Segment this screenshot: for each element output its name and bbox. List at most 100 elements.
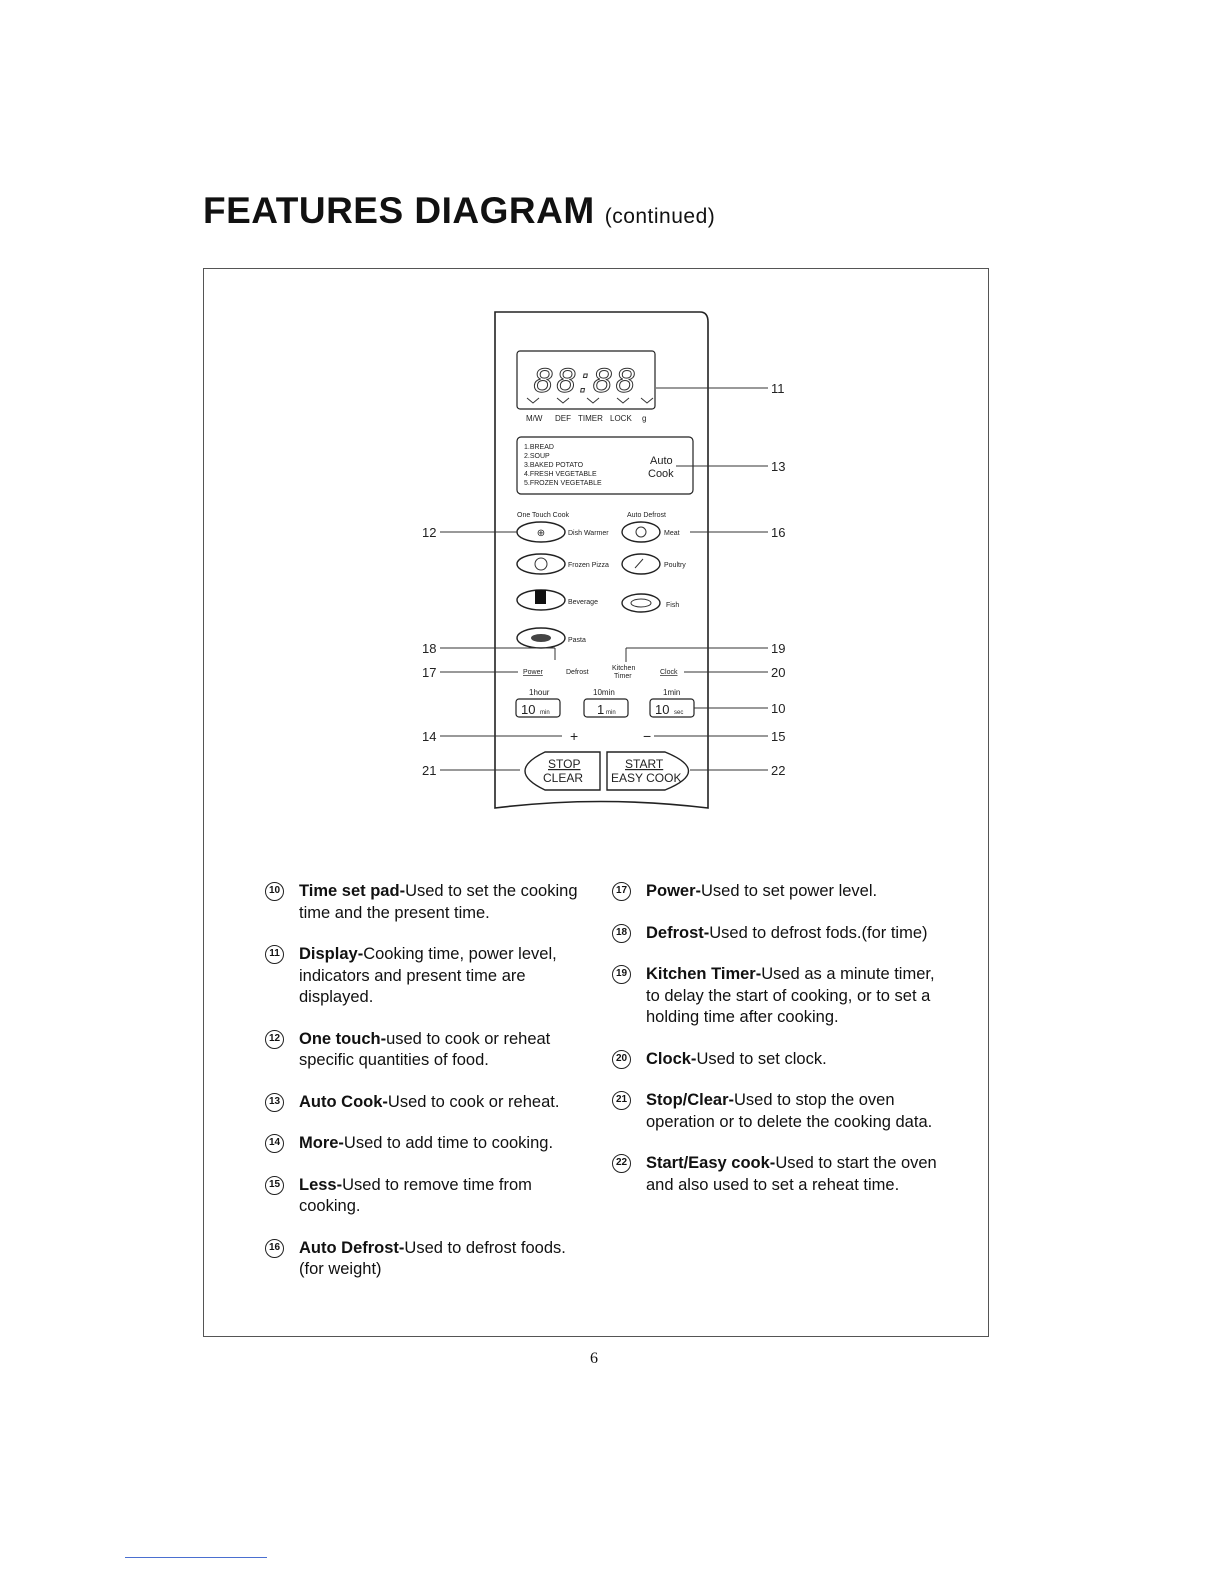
indicator-def: DEF	[555, 414, 571, 423]
clock-button[interactable]: Clock	[660, 669, 678, 676]
auto-cook-menu: 1.BREAD 2.SOUP 3.BAKED POTATO 4.FRESH VE…	[516, 436, 694, 495]
number-badge: 10	[265, 882, 284, 901]
less-button[interactable]: −	[643, 728, 651, 744]
description-22: 22 Start/Easy cook-Used to start the oven…	[612, 1153, 942, 1196]
power-button[interactable]: Power	[523, 669, 544, 676]
meat-label: Meat	[664, 530, 680, 537]
term: Time set pad-	[299, 882, 406, 900]
description-text: Used to defrost fods.(for time)	[709, 923, 928, 942]
callout-14: 14	[422, 729, 436, 744]
term: Start/Easy cook-	[646, 1154, 776, 1172]
panel-outline	[494, 311, 709, 809]
clear-label: CLEAR	[543, 771, 583, 785]
pizza-icon	[534, 557, 548, 571]
callout-15: 15	[771, 729, 785, 744]
stop-label: STOP	[548, 757, 580, 771]
callout-leaders	[440, 387, 768, 771]
term: Kitchen Timer-	[646, 965, 762, 983]
dish-warmer-button[interactable]: ⊕ Dish Warmer	[516, 521, 609, 543]
time-pad-1min[interactable]: 10min 1 min	[583, 688, 629, 718]
term: Power-	[646, 882, 702, 900]
description-17: 17 Power-Used to set power level.	[612, 881, 942, 903]
display-indicator-arrows	[526, 397, 654, 404]
number-badge: 12	[265, 1029, 284, 1049]
term: Defrost-	[646, 923, 710, 942]
easy-cook-label: EASY COOK	[611, 771, 681, 785]
number-badge: 17	[612, 882, 631, 901]
dish-warmer-icon: ⊕	[537, 528, 545, 539]
poultry-icon	[634, 558, 644, 569]
callout-17: 17	[422, 665, 436, 680]
number-badge: 11	[265, 945, 284, 964]
stop-clear-button[interactable]: STOP CLEAR	[524, 751, 601, 791]
meat-button[interactable]: Meat	[621, 521, 680, 543]
pasta-label: Pasta	[568, 637, 586, 644]
number-badge: 15	[265, 1175, 284, 1195]
kitchen-timer-button-line1[interactable]: Kitchen	[612, 665, 635, 672]
description-text: Used to remove time from cooking.	[299, 1175, 532, 1216]
description-text: Used to start the oven and also used to …	[646, 1154, 937, 1194]
number-badge: 21	[612, 1091, 631, 1110]
defrost-button[interactable]: Defrost	[566, 669, 589, 676]
number-badge: 20	[612, 1049, 631, 1069]
poultry-button[interactable]: Poultry	[621, 553, 686, 575]
term: More-	[299, 1134, 344, 1152]
description-text: Used to cook or reheat.	[387, 1092, 560, 1111]
time-pad-2-main: 1	[597, 702, 604, 717]
term: One touch-	[299, 1029, 387, 1048]
kitchen-timer-button-line2[interactable]: Timer	[614, 673, 632, 680]
fish-label: Fish	[666, 602, 679, 609]
callout-11: 11	[771, 381, 785, 396]
dish-warmer-label: Dish Warmer	[568, 530, 609, 537]
term: Auto Defrost-	[299, 1238, 405, 1257]
more-button[interactable]: +	[570, 728, 578, 744]
indicator-mw: M/W	[526, 414, 543, 423]
term: Display-	[299, 945, 364, 963]
description-text: Used to set power level.	[701, 882, 878, 900]
number-badge: 19	[612, 965, 631, 984]
title-main: FEATURES DIAGRAM	[203, 190, 595, 231]
time-pad-10sec[interactable]: 1min 10 sec	[649, 688, 695, 718]
fish-icon	[630, 598, 652, 608]
title-suffix: (continued)	[604, 205, 716, 228]
callout-16: 16	[771, 525, 785, 540]
frozen-pizza-button[interactable]: Frozen Pizza	[516, 553, 609, 575]
meat-icon	[635, 526, 647, 538]
number-badge: 22	[612, 1154, 631, 1173]
auto-cook-label-2: Cook	[648, 468, 674, 480]
indicator-timer: TIMER	[578, 414, 603, 423]
term: Less-	[299, 1175, 343, 1194]
time-pad-10min[interactable]: 1hour 10 min	[515, 688, 561, 718]
time-pad-1-main: 10	[521, 702, 535, 717]
auto-cook-item-4: 4.FRESH VEGETABLE	[524, 471, 597, 478]
auto-defrost-header: Auto Defrost	[627, 512, 666, 519]
time-pad-3-top: 1min	[663, 688, 680, 697]
auto-cook-item-1: 1.BREAD	[524, 444, 554, 451]
poultry-label: Poultry	[664, 562, 686, 569]
cup-icon	[535, 590, 546, 604]
start-label: START	[625, 757, 664, 771]
description-21: 21 Stop/Clear-Used to stop the oven opera…	[612, 1090, 942, 1133]
number-badge: 18	[612, 923, 631, 943]
auto-cook-item-3: 3.BAKED POTATO	[524, 462, 584, 469]
start-easy-cook-button[interactable]: START EASY COOK	[606, 751, 689, 791]
diagram-frame	[203, 268, 989, 1337]
footer-rule	[125, 1557, 267, 1558]
term: Stop/Clear-	[646, 1091, 735, 1109]
number-badge: 16	[265, 1238, 284, 1258]
pasta-button[interactable]: Pasta	[516, 627, 586, 649]
beverage-button[interactable]: Beverage	[516, 589, 598, 611]
description-text: Used to set clock.	[696, 1049, 827, 1068]
callout-18: 18	[422, 641, 436, 656]
description-text: Used to stop the oven operation or to de…	[646, 1091, 933, 1131]
time-pad-1-top: 1hour	[529, 688, 550, 697]
fish-button[interactable]: Fish	[621, 593, 679, 613]
